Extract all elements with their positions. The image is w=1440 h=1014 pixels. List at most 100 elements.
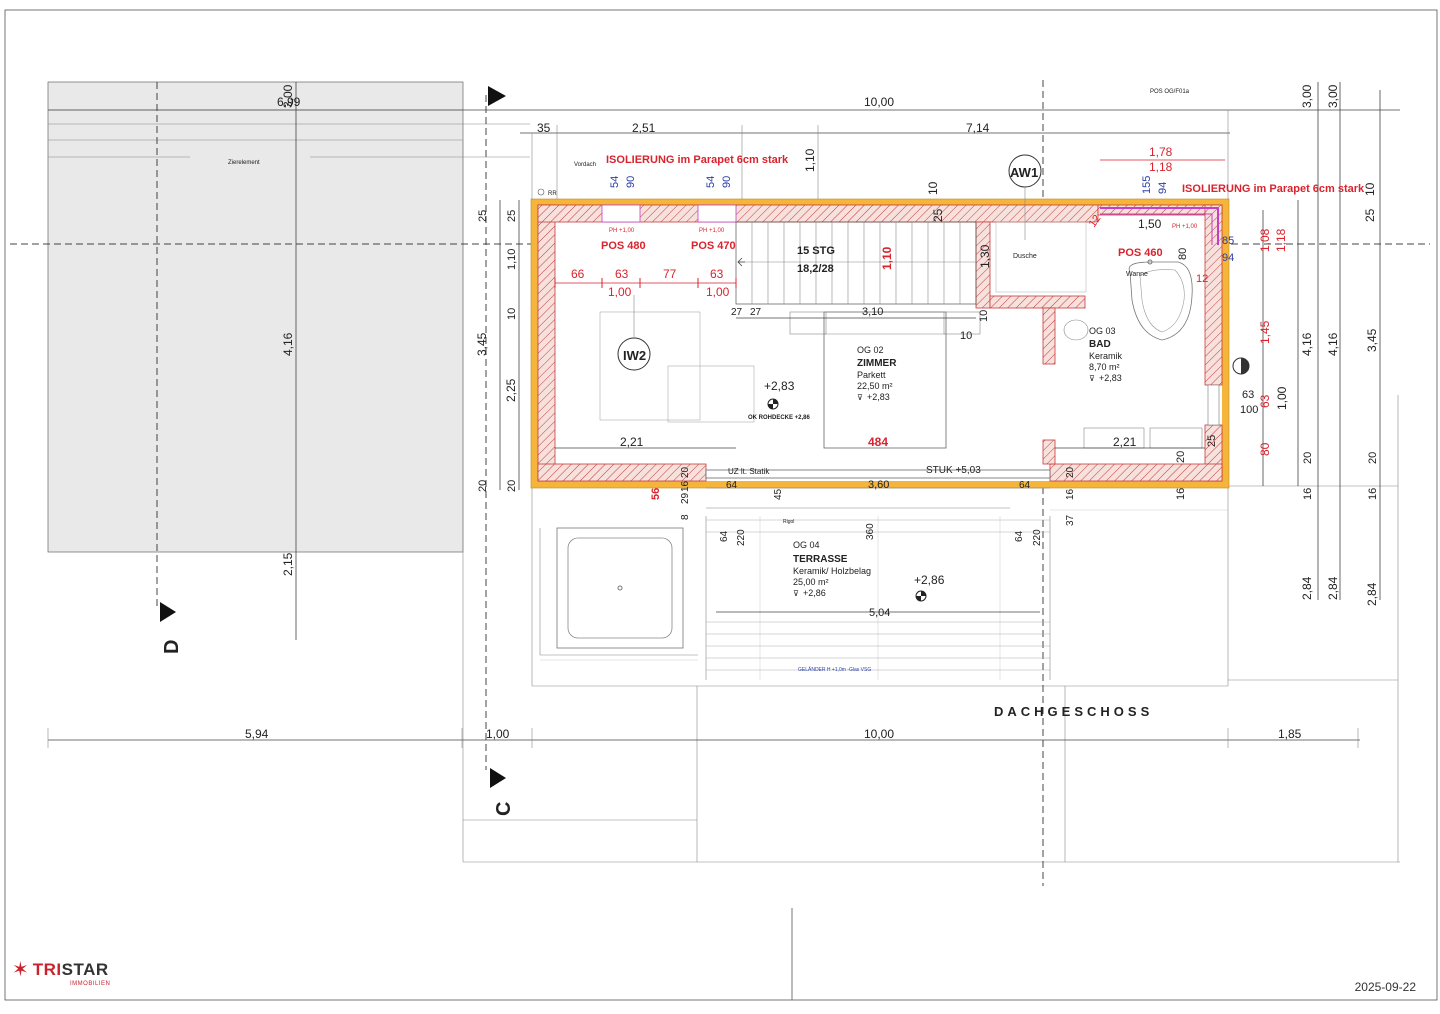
aw1-label: AW1 (1010, 165, 1038, 180)
plan-date: 2025-09-22 (1354, 980, 1416, 994)
terrace-deck (705, 516, 1051, 680)
dim-63a: 63 (615, 267, 629, 281)
dim-10-left: 10 (506, 308, 518, 320)
wanne-label: Wanne (1126, 271, 1148, 278)
bad-level: +2,83 (1099, 373, 1122, 383)
dim-100c: 100 (1240, 404, 1258, 416)
dim-66: 66 (571, 267, 585, 281)
isolation-note-right: ISOLIERUNG im Parapet 6cm stark (1182, 183, 1365, 195)
section-c-label: C (493, 802, 515, 816)
dim-110-left: 1,10 (506, 249, 518, 270)
vordach-label: Vordach (574, 162, 596, 168)
dim-25a-left: 25 (477, 210, 489, 222)
dim-90b: 90 (721, 176, 733, 188)
whirlpool (556, 527, 684, 649)
dim-37: 37 (1065, 514, 1076, 526)
dim-64a: 64 (726, 480, 738, 491)
rigol-label: Rigol (783, 519, 794, 525)
ph-label-c: PH +1,00 (1172, 224, 1198, 230)
dim-27b: 27 (750, 307, 762, 318)
dim-16-right-b: 16 (1302, 488, 1314, 500)
zimmer-level: +2,83 (867, 392, 890, 402)
brand-sub: IMMOBILIEN (70, 981, 111, 987)
dim-360a: 3,60 (868, 479, 889, 491)
dim-25d: 25 (1206, 435, 1218, 447)
terrasse-level: +2,86 (803, 588, 826, 598)
dim-20a-left: 20 (477, 480, 489, 492)
dim-284-right-c: 2,84 (1365, 582, 1379, 606)
dim-64b: 64 (1019, 480, 1031, 491)
brand-name-part2: STAR (61, 960, 109, 979)
dusche-label: Dusche (1013, 253, 1037, 260)
dim-top-total: 10,00 (864, 95, 894, 109)
ph-label-b: PH +1,00 (699, 228, 725, 234)
dim-27a: 27 (731, 307, 743, 318)
dim-16a: 16 (680, 480, 691, 492)
dim-right-300b: 3,00 (1326, 84, 1340, 108)
terrasse-name: TERRASSE (793, 554, 848, 565)
svg-text:⊽: ⊽ (857, 393, 863, 402)
dim-54a: 54 (609, 176, 621, 188)
dim-20d: 20 (1065, 466, 1076, 478)
level-286: +2,86 (914, 573, 945, 587)
dim-63c: 63 (1242, 389, 1254, 401)
dim-64c: 64 (719, 530, 730, 542)
stuk-label: STUK +5,03 (926, 465, 981, 476)
dim-63b: 63 (710, 267, 724, 281)
dim-714: 7,14 (966, 121, 990, 135)
dim-110: 1,10 (803, 148, 817, 172)
dim-35: 35 (537, 121, 551, 135)
pos-470: POS 470 (691, 240, 736, 252)
wall-west (537, 204, 556, 482)
dim-118b: 1,18 (1274, 228, 1288, 252)
dim-94: 94 (1157, 182, 1169, 194)
sheet-frame (4, 9, 1438, 1001)
dim-top-left: 6,99 (277, 95, 301, 109)
bad-code: OG 03 (1089, 326, 1116, 336)
dim-right-300a: 3,00 (1300, 84, 1314, 108)
iw2-label: IW2 (623, 348, 646, 363)
dim-54b: 54 (705, 176, 717, 188)
zimmer-name: ZIMMER (857, 358, 897, 369)
dim-416-left: 4,16 (281, 332, 295, 356)
dim-221b: 2,21 (1113, 435, 1137, 449)
dim-284-right-b: 2,84 (1326, 576, 1340, 600)
dim-150: 1,50 (1138, 217, 1162, 231)
dim-85: 85 (1222, 235, 1234, 247)
dim-16b: 16 (1065, 488, 1076, 500)
dim-1000-bottom: 10,00 (864, 727, 894, 741)
dim-20c: 20 (680, 466, 691, 478)
dim-360b: 360 (865, 523, 876, 540)
bed (823, 311, 947, 449)
dim-45: 45 (773, 488, 784, 500)
dim-220b: 220 (1032, 529, 1043, 546)
ok-rohdecke: OK ROHDECKE +2,86 (748, 415, 811, 421)
level-marker-icon (767, 398, 779, 410)
dim-310: 3,10 (862, 306, 883, 318)
section-d-arrow-icon (160, 602, 176, 622)
stairs-ratio: 18,2/28 (797, 263, 834, 275)
dim-80b: 80 (1258, 442, 1272, 456)
dim-345-right: 3,45 (1365, 328, 1379, 352)
dim-145: 1,45 (1258, 320, 1272, 344)
dim-178: 1,78 (1149, 145, 1173, 159)
zimmer-floor: Parkett (857, 370, 886, 380)
dim-20b-left: 20 (506, 480, 518, 492)
level-marker-icon (915, 590, 927, 602)
dim-300-left: 3,00 (281, 84, 295, 108)
bathtub (1128, 261, 1193, 341)
dim-12b: 12 (1196, 273, 1208, 285)
uz-label: UZ lt. Statik (728, 467, 770, 476)
terrasse-code: OG 04 (793, 540, 820, 550)
dim-100b: 1,00 (706, 285, 730, 299)
dim-56: 56 (650, 488, 662, 500)
dim-20-right: 20 (1367, 452, 1379, 464)
dim-25-top: 25 (931, 208, 945, 222)
neighbour-area (47, 81, 464, 553)
bad-name: BAD (1089, 339, 1111, 350)
floor-title: DACHGESCHOSS (994, 704, 1153, 719)
rr-label: RR (548, 191, 557, 197)
dim-416-right-b: 4,16 (1326, 332, 1340, 356)
dim-221a: 2,21 (620, 435, 644, 449)
wall-east (1204, 204, 1223, 386)
